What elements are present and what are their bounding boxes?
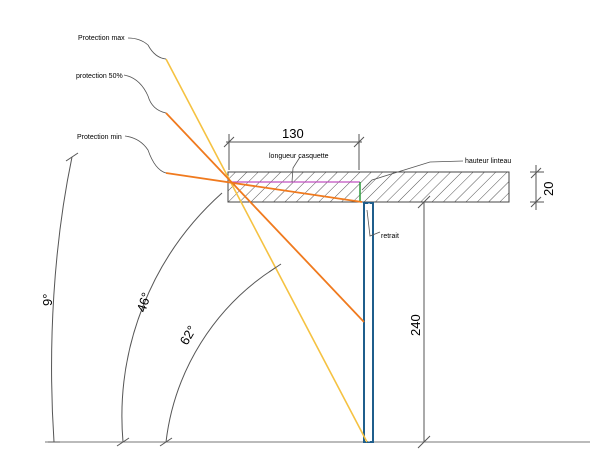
- angle-46-text: 46°: [134, 291, 154, 314]
- arc-9: [51, 156, 73, 443]
- dim-240-text: 240: [408, 314, 423, 336]
- ray-protection-max: [165, 58, 368, 443]
- ray-protection-min: [165, 172, 363, 203]
- ray-protection-50: [165, 112, 365, 323]
- label-protection-50: protection 50%: [76, 73, 123, 80]
- angle-62-text: 62°: [177, 323, 200, 348]
- dim-130-text: 130: [282, 126, 304, 141]
- angle-9-text: 9°: [40, 294, 55, 306]
- canopy-slab: [227, 171, 510, 203]
- label-protection-min: Protection min: [77, 134, 122, 141]
- arc-46: [121, 192, 223, 443]
- arc-62: [165, 267, 276, 443]
- dim-20-text: 20: [541, 182, 556, 196]
- label-retrait: retrait: [381, 233, 399, 240]
- label-protection-max: Protection max: [78, 35, 125, 42]
- label-longueur-casquette: longueur casquette: [269, 153, 329, 160]
- label-hauteur-linteau: hauteur linteau: [465, 158, 511, 165]
